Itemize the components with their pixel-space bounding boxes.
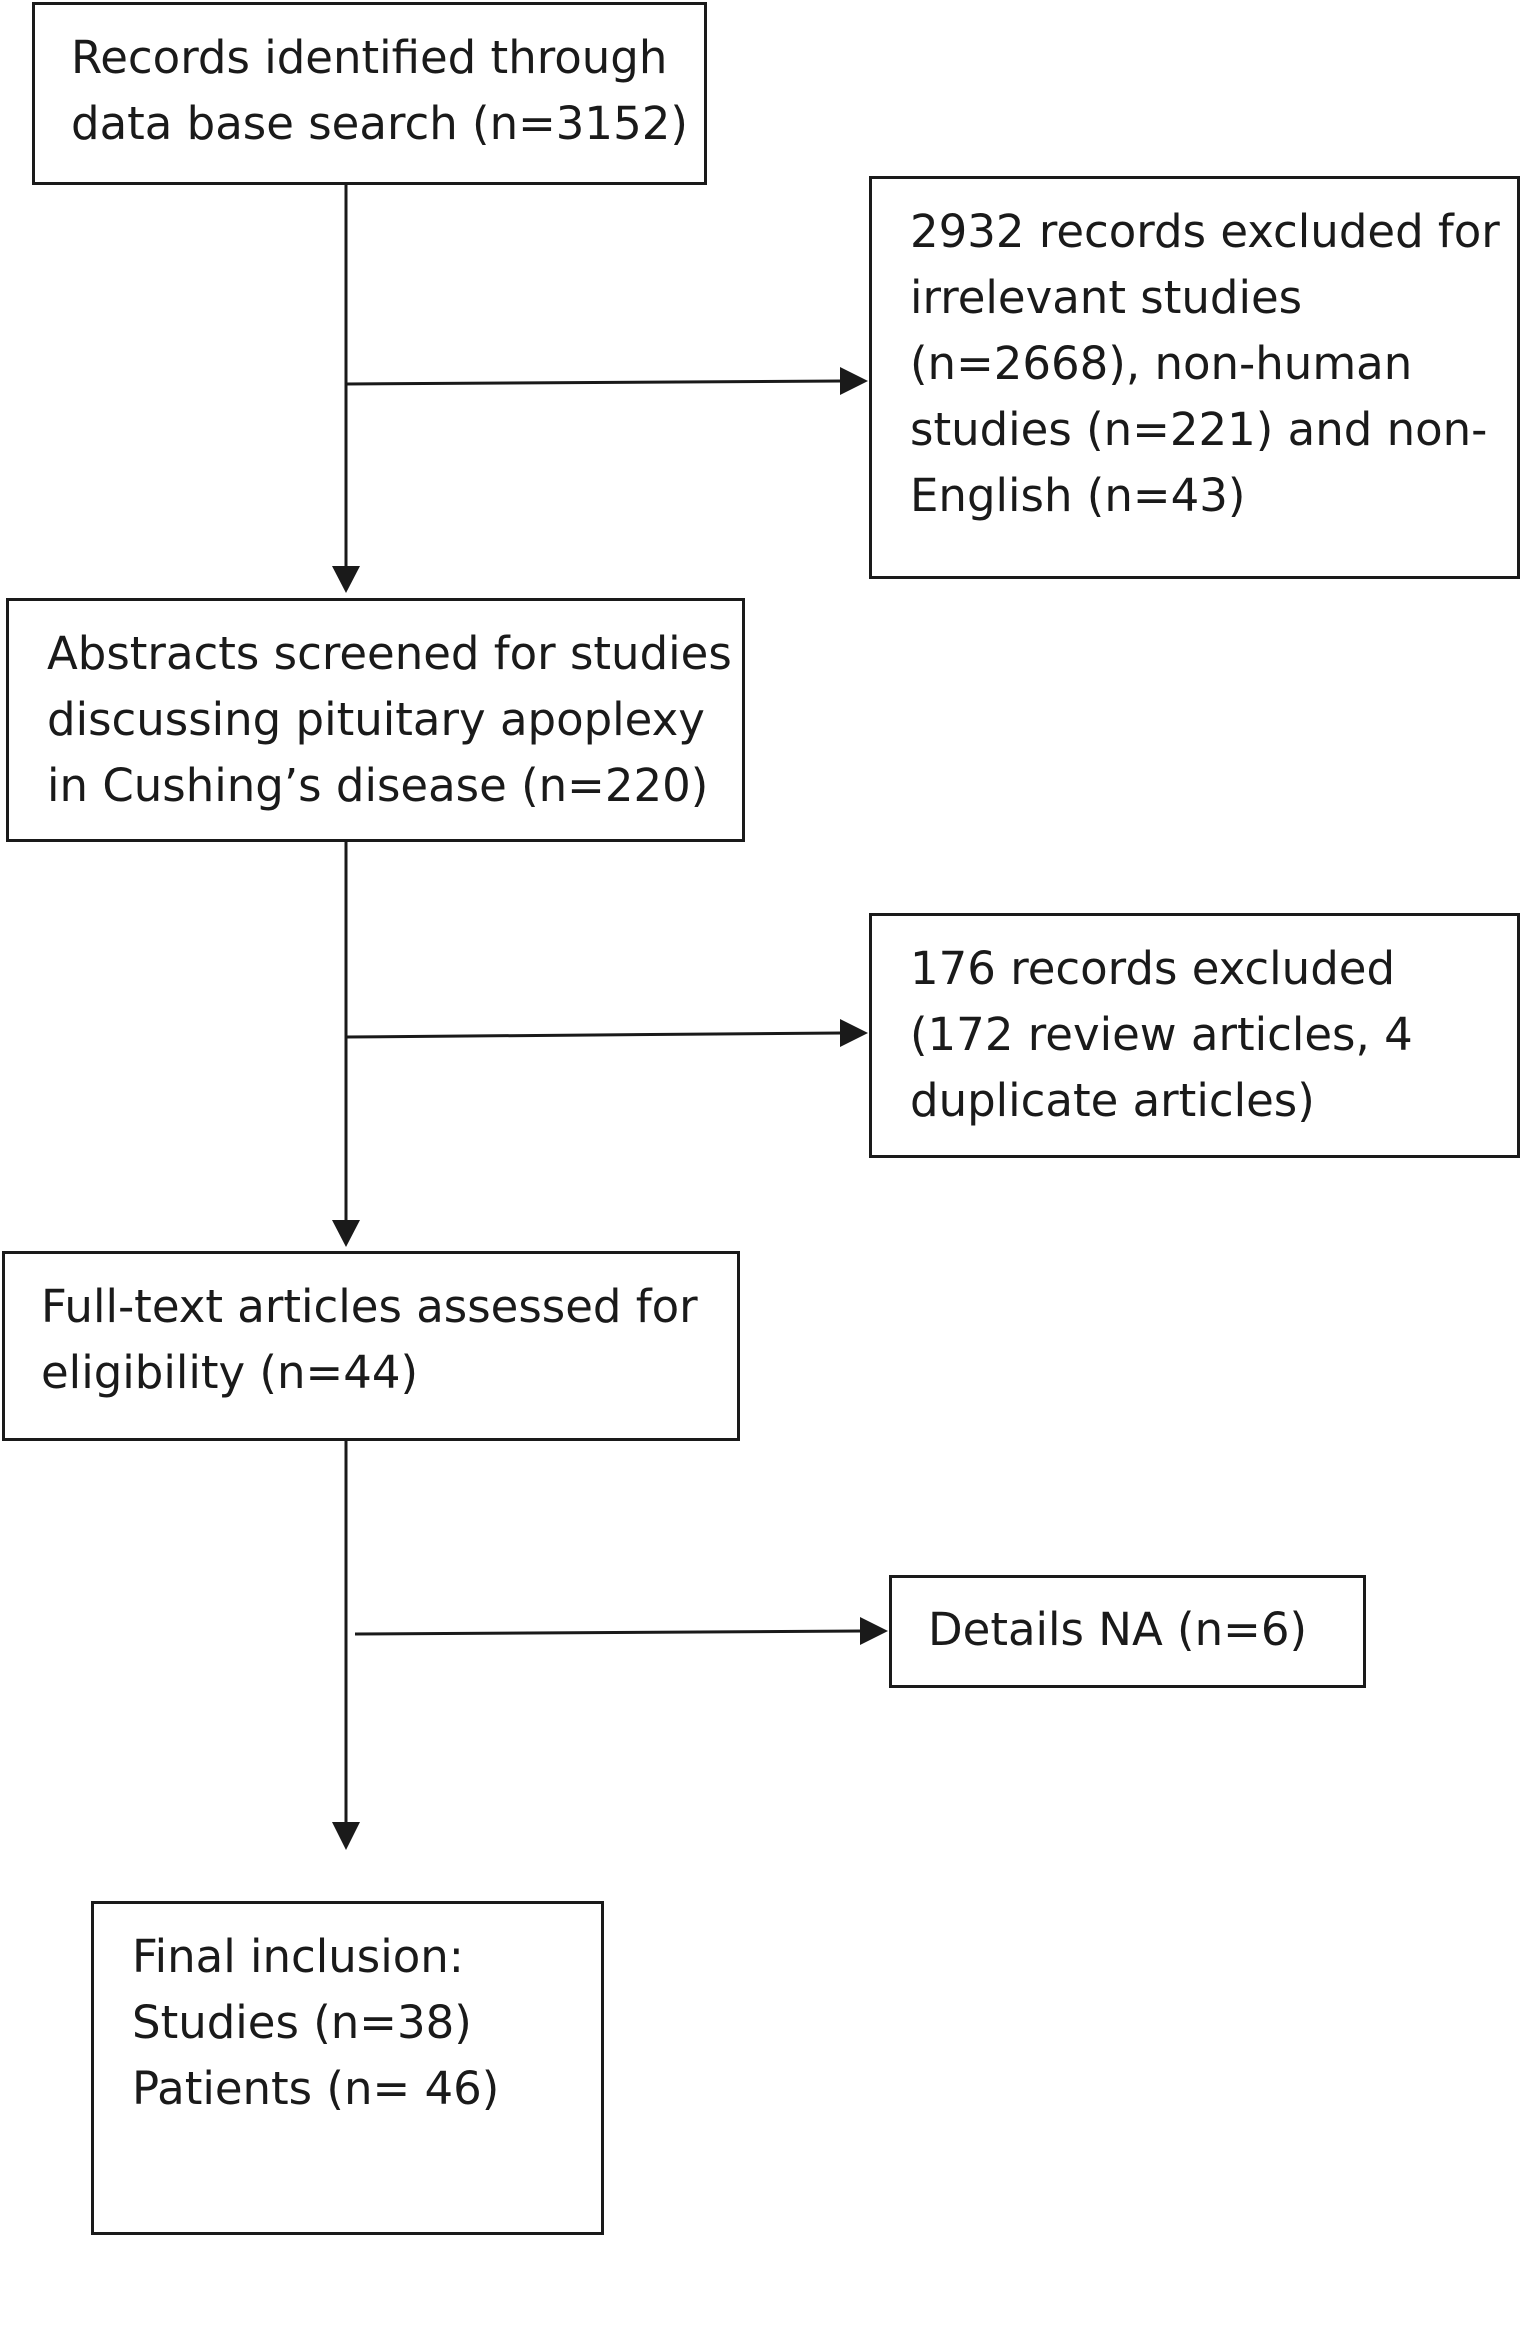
excluded-first-line-2: irrelevant studies [910,271,1303,324]
abstracts-screened-line-3: in Cushing’s disease (n=220) [47,759,709,812]
records-identified-line-1: Records identified through [71,31,668,84]
final-inclusion-line-3: Patients (n= 46) [132,2062,500,2115]
excluded-first-box: 2932 records excluded for irrelevant stu… [869,176,1520,579]
arrowhead-to-excluded-second [840,1019,868,1047]
connector-to-excluded-first [345,379,843,386]
fulltext-assessed-line-2: eligibility (n=44) [41,1346,419,1399]
details-na-box: Details NA (n=6) [889,1575,1366,1688]
excluded-first-line-5: English (n=43) [910,469,1246,522]
arrowhead-to-details-na [860,1617,888,1645]
arrowhead-records-to-abstracts [332,566,360,593]
abstracts-screened-line-2: discussing pituitary apoplexy [47,693,705,746]
excluded-second-line-1: 176 records excluded [910,942,1396,995]
abstracts-screened-line-1: Abstracts screened for studies [47,627,732,680]
excluded-second-box: 176 records excluded (172 review article… [869,913,1520,1158]
records-identified-box: Records identified through data base sea… [32,2,707,185]
excluded-first-line-1: 2932 records excluded for [910,205,1500,258]
connector-to-details-na [354,1629,863,1636]
excluded-second-line-2: (172 review articles, 4 [910,1008,1413,1061]
details-na-line-1: Details NA (n=6) [928,1603,1308,1656]
excluded-first-line-4: studies (n=221) and non- [910,403,1488,456]
records-identified-line-2: data base search (n=3152) [71,97,688,150]
arrowhead-to-excluded-first [840,367,868,395]
excluded-second-line-3: duplicate articles) [910,1074,1315,1127]
fulltext-assessed-line-1: Full-text articles assessed for [41,1280,698,1333]
fulltext-assessed-box: Full-text articles assessed for eligibil… [2,1251,740,1441]
arrowhead-fulltext-to-final [332,1822,360,1850]
abstracts-screened-box: Abstracts screened for studies discussin… [6,598,745,842]
final-inclusion-box: Final inclusion: Studies (n=38) Patients… [91,1901,604,2235]
connector-to-excluded-second [345,1031,843,1039]
excluded-first-line-3: (n=2668), non-human [910,337,1413,390]
arrowhead-abstracts-to-fulltext [332,1220,360,1247]
final-inclusion-line-1: Final inclusion: [132,1930,464,1983]
final-inclusion-line-2: Studies (n=38) [132,1996,472,2049]
